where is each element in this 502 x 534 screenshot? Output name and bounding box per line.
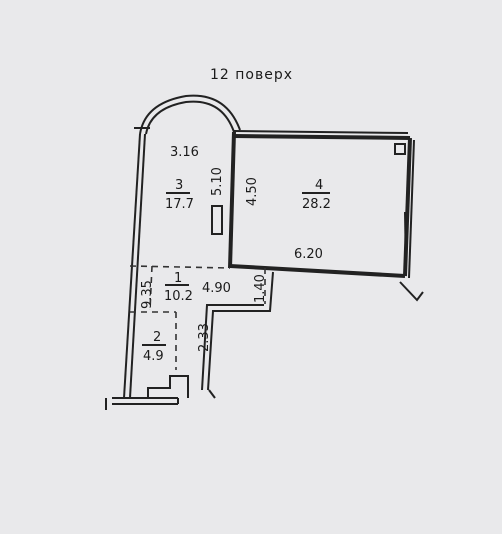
dim-4-50: 4.50	[245, 177, 260, 206]
dim-4-90: 4.90	[202, 281, 231, 296]
room-3-number: 3	[175, 178, 183, 193]
room-4-area: 28.2	[302, 197, 331, 212]
dim-6-20: 6.20	[294, 247, 323, 262]
room-4-number: 4	[315, 178, 323, 193]
room-2-area: 4.9	[143, 349, 164, 364]
room-2-number: 2	[153, 330, 161, 345]
outer-walls	[105, 94, 424, 410]
floor-title: 12 поверх	[210, 67, 293, 83]
dim-9-35: 9.35	[140, 280, 155, 309]
dim-1-40: 1.40	[253, 274, 268, 303]
dim-2-33: 2.33	[197, 323, 212, 352]
room-1-number: 1	[174, 271, 182, 286]
dim-3-16: 3.16	[170, 145, 199, 160]
room-dividers	[129, 265, 266, 370]
dim-5-10: 5.10	[210, 167, 225, 196]
room-3-area: 17.7	[165, 197, 194, 212]
room-1-area: 10.2	[164, 289, 193, 304]
